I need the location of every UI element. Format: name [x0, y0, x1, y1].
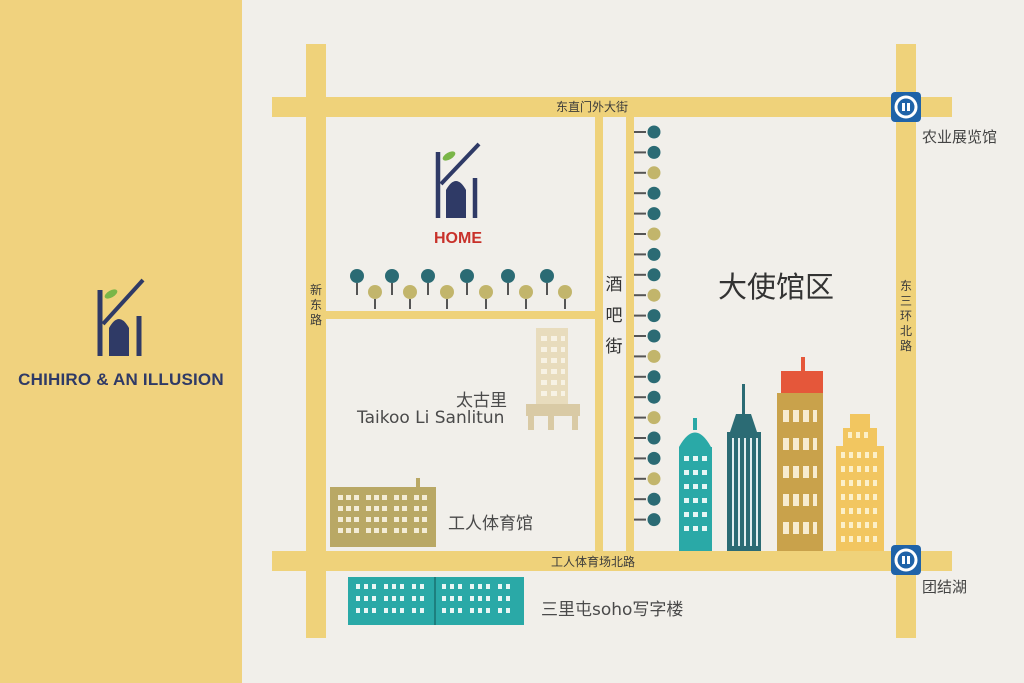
tree-icon: [440, 285, 454, 309]
skyscraper-icon: [777, 357, 823, 551]
metro-icon: [891, 545, 921, 575]
stadium-label: 工人体育馆: [448, 514, 533, 534]
house-logo-icon: [97, 278, 145, 356]
tree-icon: [634, 492, 661, 506]
tree-icon: [368, 285, 382, 309]
embassy-district-label: 大使馆区: [718, 270, 835, 304]
tree-icon: [634, 513, 661, 527]
tree-icon: [350, 269, 364, 295]
tree-icon: [634, 268, 661, 282]
brand-name: CHIHIRO & AN ILLUSION: [18, 370, 224, 389]
metro-icon: [891, 92, 921, 122]
taikoo-cn-label: 太古里: [456, 391, 507, 411]
street-dongzhimenwai: 东直门外大街: [556, 100, 629, 114]
tree-icon: [385, 269, 399, 295]
tree-icon: [634, 411, 661, 425]
skyscraper-icon: [727, 384, 761, 551]
tree-icon: [634, 431, 661, 445]
taikoo-en-label: Taikoo Li Sanlitun: [357, 408, 505, 428]
tree-icon: [634, 247, 661, 261]
metro-station-bottom: 团结湖: [922, 578, 968, 596]
street-east-third-ring: 东三环北路: [899, 279, 912, 353]
tree-icon: [634, 186, 661, 200]
tree-icon: [634, 125, 661, 139]
tree-icon: [558, 285, 572, 309]
soho-building-icon: [348, 577, 524, 625]
tree-icon: [634, 288, 661, 302]
tree-icon: [501, 269, 515, 295]
tree-icon: [634, 166, 661, 180]
stadium-building-icon: [330, 478, 436, 547]
sidebar-panel: CHIHIRO & AN ILLUSION: [0, 0, 242, 683]
road-network: [272, 44, 952, 638]
street-xindong: 新东路: [309, 283, 322, 327]
home-logo-icon: [435, 142, 481, 218]
tree-icon: [634, 145, 661, 159]
tree-icon: [634, 349, 661, 363]
tree-icon: [634, 370, 661, 384]
tree-icon: [403, 285, 417, 309]
tree-icon: [634, 472, 661, 486]
tree-icon: [634, 207, 661, 221]
home-label: HOME: [434, 230, 482, 247]
tree-row: [350, 269, 572, 309]
tree-icon: [634, 390, 661, 404]
tree-icon: [421, 269, 435, 295]
tree-icon: [479, 285, 493, 309]
tree-icon: [634, 227, 661, 241]
metro-station-top: 农业展览馆: [922, 128, 998, 146]
tree-icon: [634, 329, 661, 343]
street-gongti-north: 工人体育场北路: [551, 555, 636, 569]
tree-icon: [634, 451, 661, 465]
tree-column: [634, 125, 661, 527]
soho-label: 三里屯soho写字楼: [541, 600, 684, 620]
taikoo-building-icon: [526, 328, 580, 430]
tree-icon: [460, 269, 474, 295]
bar-street-label: 酒吧街: [605, 275, 623, 357]
skyscraper-icon: [679, 418, 712, 551]
tree-icon: [540, 269, 554, 295]
tree-icon: [634, 309, 661, 323]
skyline: [679, 357, 884, 551]
tree-icon: [519, 285, 533, 309]
skyscraper-icon: [836, 414, 884, 551]
